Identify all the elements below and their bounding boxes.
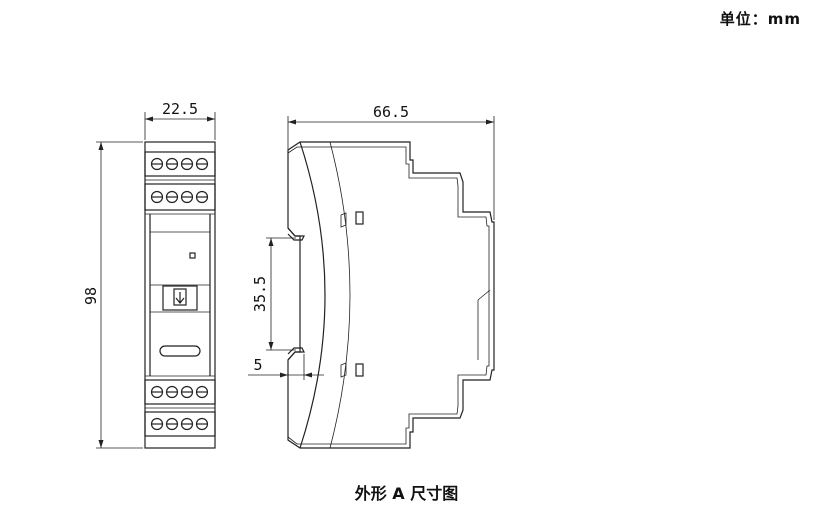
terminal-screws-row-4	[150, 417, 209, 431]
terminal-screws-row-2	[150, 190, 209, 204]
terminal-screws-row-3	[150, 385, 209, 399]
figure-caption: 外形 A 尺寸图	[354, 484, 459, 503]
terminal-screws-row-1	[150, 157, 209, 171]
label-slot	[159, 345, 201, 357]
side-body-outline	[287, 141, 495, 449]
rail-clip-bottom	[287, 347, 305, 361]
front-body-outline	[144, 141, 216, 449]
terminal-block-bottom-1	[144, 379, 216, 405]
front-width-label: 22.5	[162, 100, 198, 118]
rail-clip-top	[287, 227, 305, 241]
side-view: 66.5 35.5 5	[248, 103, 495, 449]
dimension-side-width: 66.5	[287, 103, 495, 220]
latch-square-top	[355, 211, 364, 225]
clip-depth-label: 5	[253, 356, 262, 374]
height-label: 98	[82, 287, 100, 305]
side-front-curve	[299, 141, 326, 449]
arrow-down-icon	[175, 292, 185, 304]
dimension-height: 98	[82, 141, 143, 449]
led-indicator	[189, 252, 196, 259]
dimension-front-width: 22.5	[144, 100, 216, 140]
front-view: 22.5 98	[82, 100, 216, 449]
side-width-label: 66.5	[373, 103, 409, 121]
clip-window	[162, 285, 198, 311]
unit-label: 单位：mm	[719, 10, 801, 28]
latch-square-bottom	[355, 363, 364, 377]
terminal-block-top-2	[144, 183, 216, 211]
terminal-block-bottom-2	[144, 411, 216, 437]
rail-height-label: 35.5	[251, 276, 269, 312]
dimension-clip-depth: 5	[248, 354, 324, 380]
terminal-block-top-1	[144, 151, 216, 177]
dimension-rail-height: 35.5	[251, 237, 296, 351]
